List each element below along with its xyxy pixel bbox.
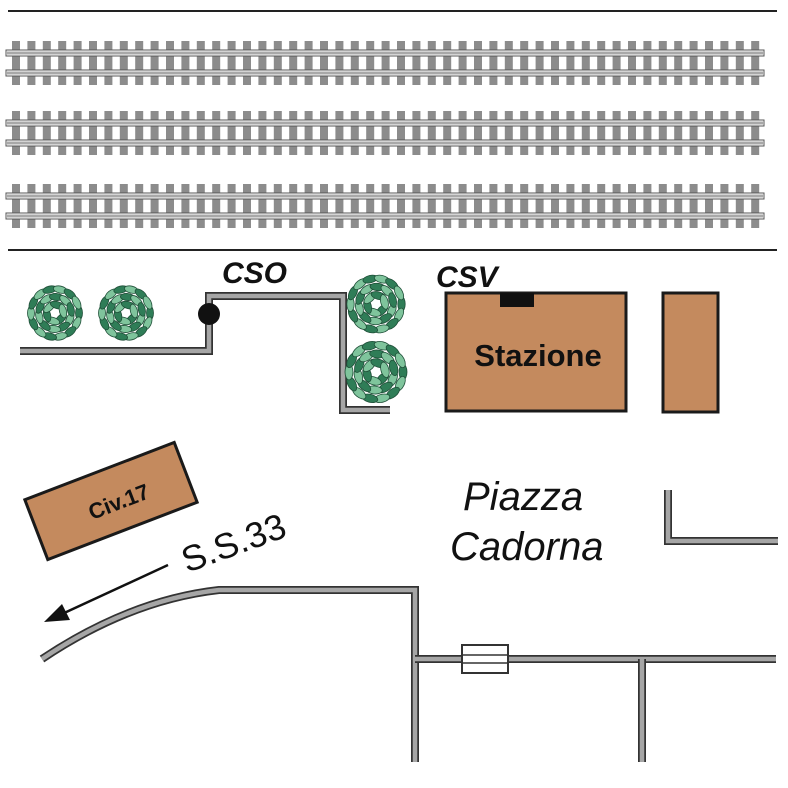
square-label-line2: Cadorna <box>450 525 603 569</box>
wall-line-inner <box>20 293 390 413</box>
road-edge-corner <box>664 490 778 545</box>
railway-track-icon <box>5 184 765 228</box>
station-label: Stazione <box>474 338 601 373</box>
civ17-building-group: Civ.17 <box>22 440 200 562</box>
railway-track-icon <box>5 111 765 155</box>
shrub-group <box>27 274 408 403</box>
road-fill-main <box>40 587 418 762</box>
shrub-icon <box>346 274 406 334</box>
road-fill-corner <box>665 490 778 544</box>
station-building <box>444 291 628 413</box>
railway-track-icon <box>5 41 765 85</box>
road-edge-main <box>39 586 419 762</box>
shrub-icon <box>27 285 83 341</box>
shrub-icon <box>344 341 408 403</box>
civ17-building <box>22 440 200 562</box>
annex-building <box>661 291 720 414</box>
csv-label: CSV <box>436 261 501 294</box>
csv-marker <box>500 293 534 307</box>
junction-node-icon <box>198 303 220 325</box>
square-label-line1: Piazza <box>463 475 583 519</box>
road-network <box>39 490 778 762</box>
shrub-icon <box>98 285 154 341</box>
road-label: S.S.33 <box>176 505 292 580</box>
railway-tracks <box>5 41 765 228</box>
direction-arrow-icon <box>44 563 169 622</box>
cso-label: CSO <box>222 257 287 290</box>
road-device <box>461 644 509 674</box>
